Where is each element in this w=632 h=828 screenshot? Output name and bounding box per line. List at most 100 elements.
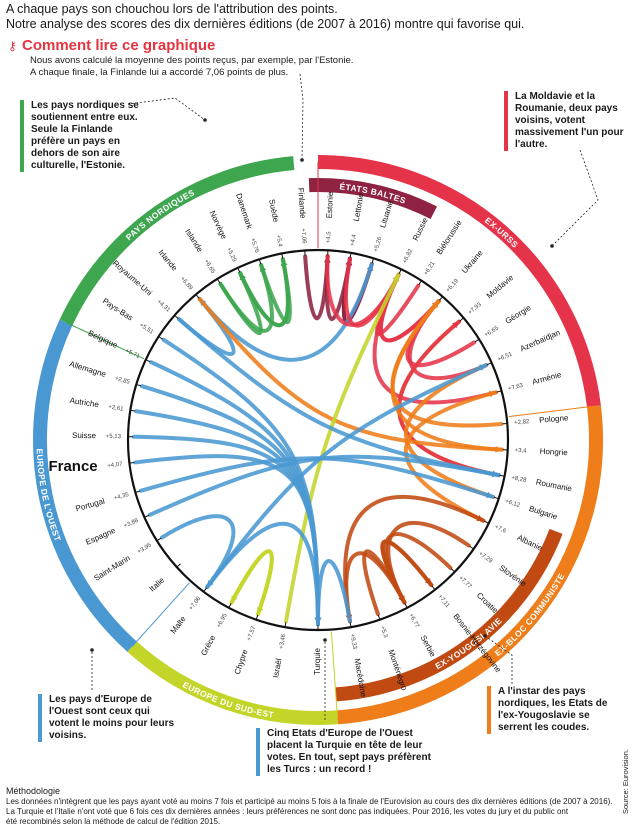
country-label: Espagne [84,526,117,547]
country-value: +6,51 [497,351,514,363]
country-label: Royaume-Uni [111,259,154,298]
country-value: +7,63 [508,383,525,393]
country-value: +4,07 [107,462,123,470]
country-value: +7,11 [436,594,450,610]
country-label: Israël [271,658,283,679]
country-label: Portugal [75,496,106,513]
group-arc-west [33,319,137,652]
country-value: +4,31 [156,299,172,314]
country-value: +5,3 [379,625,389,639]
flow-Malte-Turquie [205,521,320,626]
country-label: Irlande [156,248,179,273]
country-value: +7,57 [247,625,258,642]
country-tick [145,359,151,363]
country-tick [156,537,162,542]
flow-arrowhead [488,390,496,398]
country-label: Suède [267,198,280,223]
country-label: Moldavie [485,273,516,301]
flow-arrowhead [476,514,484,521]
group-divider [508,405,594,418]
country-tick [129,462,135,464]
country-label: Belgique [87,329,120,351]
country-tick [281,253,284,259]
country-tick [237,267,241,273]
annotation-moldavia: La Moldavie et la Roumanie, deux pays vo… [504,91,627,151]
country-value: +4,5 [326,231,333,244]
annotation-yugoslavia: A l'instar des pays nordiques, les Etats… [487,686,610,734]
country-value: +9,33 [349,634,358,651]
country-value: +5,13 [106,434,122,440]
how-to-read-line-1: Nous avons calculé la moyenne des points… [30,55,354,66]
country-label: Turquie [313,647,322,674]
country-tick [398,269,402,274]
flow-arrowhead [231,595,238,603]
country-tick [228,603,232,608]
country-tick [459,317,464,322]
annotation-leader [127,97,206,121]
country-label: Azerbaïdjan [519,328,562,354]
country-label: Ukraine [460,248,485,275]
methodology-line-3: été recombinés selon la méthode de calcu… [6,817,221,826]
country-value: +6,65 [484,325,501,338]
country-tick [216,278,221,284]
flow-arrowhead [491,470,499,478]
annotation-west: Les pays d'Europe de l'Ouest sont ceux q… [38,694,179,742]
group-arc-sudest [127,641,338,725]
country-value: +7,6 [493,524,507,535]
country-value: +2,85 [114,376,131,386]
country-label: Finlande [296,188,307,220]
country-tick [486,362,492,366]
flow-Albanie-Arménie [403,390,498,523]
country-label: France [48,458,97,475]
flow-Chypre-Grèce [229,549,274,616]
country-value: +4,4 [350,233,358,246]
country-label: Allemagne [68,359,107,379]
flow-Saint-Marin-Malte [159,514,236,589]
country-tick [349,622,352,628]
country-tick [499,474,505,477]
country-label: Géorgie [504,303,533,326]
key-icon: ⚷ [8,39,17,53]
country-tick [135,490,141,493]
country-tick [496,390,502,393]
intro: A chaque pays son chouchou lors de l'att… [6,2,626,32]
flow-Islande-Norvège [218,271,263,336]
group-label-exurss: EX-URSS [483,215,520,250]
flow-arrowhead [452,321,459,329]
country-tick [136,383,142,387]
intro-line-1: A chaque pays son chouchou lors de l'att… [6,2,338,16]
country-tick [158,336,164,340]
flow-arrowhead [486,491,493,499]
country-label: Slovénie [497,563,528,588]
country-value: +6,95 [216,612,229,629]
country-tick [484,520,489,524]
leader-dot [323,638,327,642]
leader-dot [300,158,304,162]
flow-Israël-Russie [284,272,401,624]
annotation-leader [484,635,513,684]
country-value: +7,29 [477,551,493,565]
country-tick [438,296,444,301]
country-label: Hongrie [539,447,568,457]
methodology-line-1: Les données n'intègrent que les pays aya… [6,797,613,806]
country-value: +7,06 [188,595,202,611]
flow-arrowhead [479,364,487,371]
country-label: Autriche [69,396,100,410]
group-arc-nordic [59,156,295,326]
country-label: Saint-Marin [92,553,131,582]
country-tick [493,496,499,500]
flow-Royaume-Uni-Roumanie [177,317,501,478]
country-value: +6,82 [402,248,414,265]
country-value: +5,76 [249,237,260,254]
country-label: Serbie [419,634,438,659]
country-label: Pologne [539,413,570,425]
country-tick [349,252,352,258]
country-tick [431,585,436,591]
country-value: +3,95 [137,542,154,555]
country-tick [284,622,287,628]
country-label: Pays-Bas [101,296,135,322]
country-label: Estonie [325,191,335,219]
country-label: Chypre [233,648,250,676]
country-label: Lettonie [352,192,366,222]
